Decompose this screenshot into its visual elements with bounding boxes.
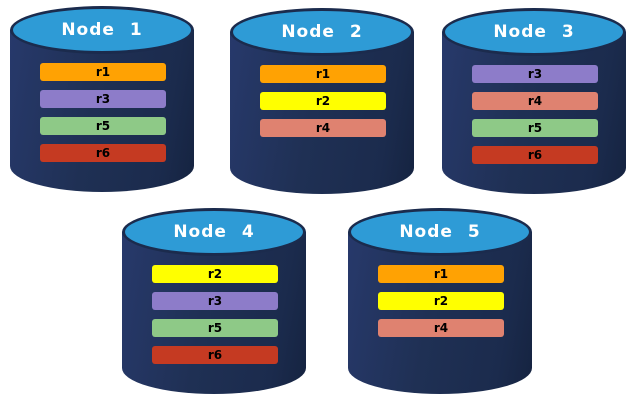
node-3-replica-bar: r4 xyxy=(472,92,598,110)
node-4-replica-bar: r2 xyxy=(152,265,278,283)
node-3-cylinder: Node 3 r3 r4 r5 r6 xyxy=(442,8,626,194)
node-2-replica-bar: r4 xyxy=(260,119,386,137)
node-4-title: Node 4 xyxy=(173,222,255,242)
node-1-cylinder-top: Node 1 xyxy=(10,6,194,54)
node-5-cylinder-top: Node 5 xyxy=(348,208,532,256)
node-5-replica-bar: r2 xyxy=(378,292,504,310)
node-2-cylinder-body xyxy=(230,32,414,194)
node-3-replica-list: r3 r4 r5 r6 xyxy=(472,65,598,164)
node-3-replica-bar: r5 xyxy=(472,119,598,137)
node-2-cylinder-top: Node 2 xyxy=(230,8,414,56)
node-1-replica-bar: r6 xyxy=(40,144,166,162)
node-5-replica-bar: r4 xyxy=(378,319,504,337)
node-3-replica-bar: r6 xyxy=(472,146,598,164)
node-1-title: Node 1 xyxy=(61,20,143,40)
node-3-cylinder-top: Node 3 xyxy=(442,8,626,56)
node-1-cylinder: Node 1 r1 r3 r5 r6 xyxy=(10,6,194,192)
node-2-replica-list: r1 r2 r4 xyxy=(260,65,386,137)
node-4-cylinder: Node 4 r2 r3 r5 r6 xyxy=(122,208,306,394)
node-2-replica-bar: r2 xyxy=(260,92,386,110)
node-5-replica-list: r1 r2 r4 xyxy=(378,265,504,337)
node-4-replica-bar: r5 xyxy=(152,319,278,337)
node-4-cylinder-top: Node 4 xyxy=(122,208,306,256)
node-1-cylinder-body xyxy=(10,30,194,192)
node-5-title: Node 5 xyxy=(399,222,481,242)
node-1-replica-list: r1 r3 r5 r6 xyxy=(40,63,166,162)
node-5-cylinder: Node 5 r1 r2 r4 xyxy=(348,208,532,394)
node-1-replica-bar: r1 xyxy=(40,63,166,81)
node-2-replica-bar: r1 xyxy=(260,65,386,83)
node-3-cylinder-body xyxy=(442,32,626,194)
node-5-cylinder-body xyxy=(348,232,532,394)
node-3-replica-bar: r3 xyxy=(472,65,598,83)
node-4-replica-bar: r6 xyxy=(152,346,278,364)
node-1-replica-bar: r3 xyxy=(40,90,166,108)
node-4-cylinder-body xyxy=(122,232,306,394)
node-3-title: Node 3 xyxy=(493,22,575,42)
node-4-replica-bar: r3 xyxy=(152,292,278,310)
node-5-replica-bar: r1 xyxy=(378,265,504,283)
node-4-replica-list: r2 r3 r5 r6 xyxy=(152,265,278,364)
node-2-cylinder: Node 2 r1 r2 r4 xyxy=(230,8,414,194)
node-1-replica-bar: r5 xyxy=(40,117,166,135)
node-2-title: Node 2 xyxy=(281,22,363,42)
